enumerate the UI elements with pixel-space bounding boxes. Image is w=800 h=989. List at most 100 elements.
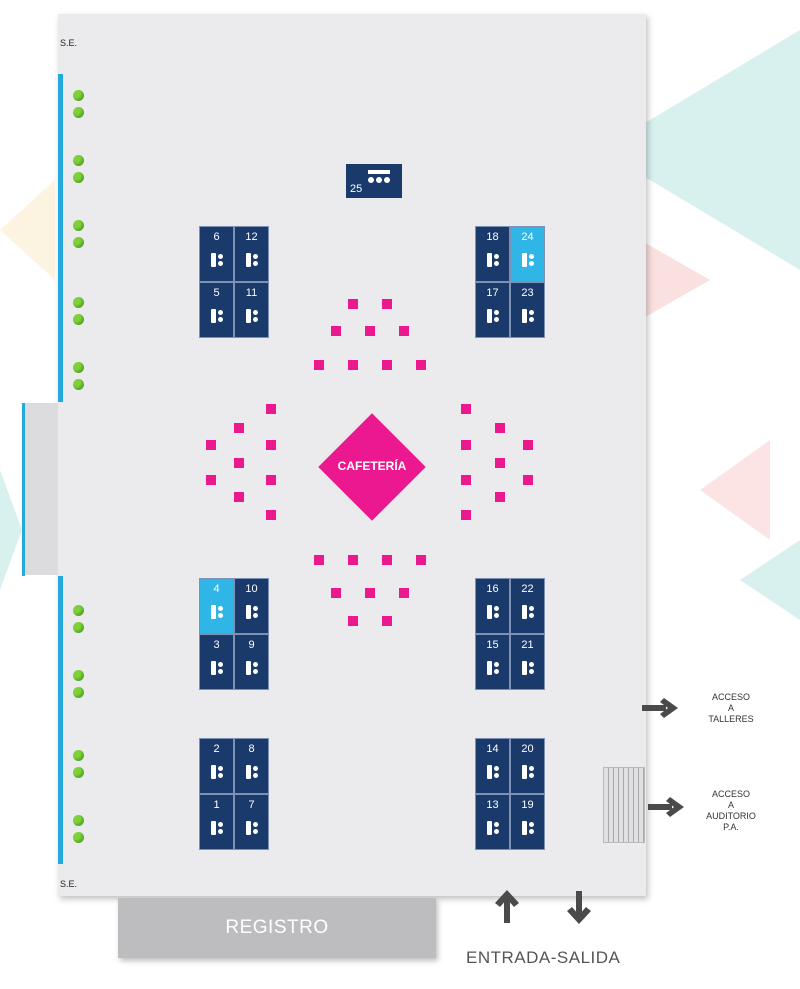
booth-number: 25 (350, 183, 363, 195)
registro-desk[interactable]: REGISTRO (118, 898, 436, 958)
booth-12[interactable]: 12 (234, 226, 269, 282)
side-room-wall (22, 403, 25, 576)
acceso-auditorio-label[interactable]: ACCESO A AUDITORIO P.A. (700, 789, 762, 833)
booth-number: 20 (521, 743, 534, 755)
label-line: ACCESO (711, 789, 750, 799)
booth-18[interactable]: 18 (475, 226, 510, 282)
background-triangle (740, 540, 800, 620)
booth-furniture-icon (522, 765, 534, 779)
booth-8[interactable]: 8 (234, 738, 269, 794)
cafeteria-label: CAFETERÍA (337, 459, 407, 473)
booth-7[interactable]: 7 (234, 794, 269, 850)
cafe-table (382, 616, 392, 626)
booth-number: 24 (521, 231, 534, 243)
lamp (73, 767, 84, 778)
stairs (603, 767, 645, 843)
cafe-table (365, 588, 375, 598)
booth-20[interactable]: 20 (510, 738, 545, 794)
booth-furniture-icon (246, 765, 258, 779)
side-room (24, 403, 58, 575)
booth-11[interactable]: 11 (234, 282, 269, 338)
booth-number: 17 (486, 287, 499, 299)
booth-number: 10 (245, 583, 258, 595)
left-wall-upper (58, 74, 63, 402)
booth-furniture-icon (246, 661, 258, 675)
lamp (73, 237, 84, 248)
background-triangle (700, 440, 770, 540)
label-line: A (727, 703, 734, 713)
booth-1[interactable]: 1 (199, 794, 234, 850)
label-line: AUDITORIO (706, 811, 756, 821)
booth-4[interactable]: 4 (199, 578, 234, 634)
booth-25-stage[interactable]: 25 (346, 164, 402, 198)
booth-6[interactable]: 6 (199, 226, 234, 282)
booth-furniture-icon (487, 253, 499, 267)
arrow-right-icon (648, 797, 684, 817)
booth-furniture-icon (522, 253, 534, 267)
lamp (73, 670, 84, 681)
cafe-table (206, 475, 216, 485)
booth-3[interactable]: 3 (199, 634, 234, 690)
cafe-table (234, 458, 244, 468)
cafe-table (523, 440, 533, 450)
lamp (73, 314, 84, 325)
booth-22[interactable]: 22 (510, 578, 545, 634)
lamp (73, 379, 84, 390)
background-triangle (640, 240, 710, 320)
cafe-table (266, 440, 276, 450)
booth-furniture-icon (487, 821, 499, 835)
booth-number: 6 (213, 231, 220, 243)
cafe-table (416, 360, 426, 370)
booth-number: 7 (248, 799, 255, 811)
booth-furniture-icon (211, 765, 223, 779)
booth-5[interactable]: 5 (199, 282, 234, 338)
booth-14[interactable]: 14 (475, 738, 510, 794)
booth-furniture-icon (522, 821, 534, 835)
booth-number: 22 (521, 583, 534, 595)
lamp (73, 750, 84, 761)
left-wall-lower (58, 576, 63, 864)
booth-19[interactable]: 19 (510, 794, 545, 850)
booth-9[interactable]: 9 (234, 634, 269, 690)
cafe-table (266, 404, 276, 414)
se-label-bottom: S.E. (60, 879, 78, 889)
booth-number: 8 (248, 743, 255, 755)
lamp (73, 605, 84, 616)
booth-16[interactable]: 16 (475, 578, 510, 634)
acceso-talleres-label[interactable]: ACCESO A TALLERES (700, 692, 762, 725)
booth-furniture-icon (211, 253, 223, 267)
booth-number: 23 (521, 287, 534, 299)
lamp (73, 832, 84, 843)
lamp (73, 687, 84, 698)
label-line: ACCESO (711, 692, 750, 702)
cafe-table (348, 555, 358, 565)
booth-number: 11 (245, 287, 258, 299)
booth-furniture-icon (246, 821, 258, 835)
booth-number: 13 (486, 799, 499, 811)
se-label-top: S.E. (60, 38, 78, 48)
cafe-table (266, 475, 276, 485)
cafe-table (348, 616, 358, 626)
booth-number: 12 (245, 231, 258, 243)
booth-21[interactable]: 21 (510, 634, 545, 690)
cafe-table (382, 360, 392, 370)
label-line: A (727, 800, 734, 810)
booth-13[interactable]: 13 (475, 794, 510, 850)
booth-15[interactable]: 15 (475, 634, 510, 690)
booth-23[interactable]: 23 (510, 282, 545, 338)
cafe-table (523, 475, 533, 485)
stage-table-icon (368, 170, 390, 183)
booth-17[interactable]: 17 (475, 282, 510, 338)
booth-furniture-icon (211, 309, 223, 323)
lamp (73, 622, 84, 633)
cafe-table (331, 326, 341, 336)
lamp (73, 107, 84, 118)
cafe-table (266, 510, 276, 520)
lamp (73, 297, 84, 308)
booth-furniture-icon (246, 309, 258, 323)
booth-24[interactable]: 24 (510, 226, 545, 282)
booth-2[interactable]: 2 (199, 738, 234, 794)
booth-10[interactable]: 10 (234, 578, 269, 634)
lamp (73, 155, 84, 166)
cafe-table (382, 555, 392, 565)
